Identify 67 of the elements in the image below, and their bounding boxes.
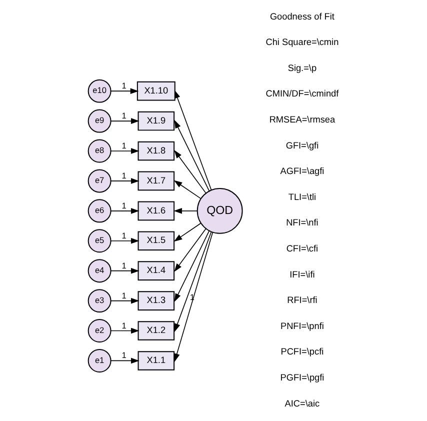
edge-label: 1 — [121, 320, 126, 330]
arrow — [110, 358, 139, 364]
arrow — [174, 150, 206, 194]
label: AIC=\aic — [284, 398, 320, 408]
arrow — [174, 230, 210, 302]
node-box: X1.6 — [137, 201, 174, 221]
edge-label: 1 — [121, 170, 126, 180]
arrow — [110, 178, 139, 184]
edge-label: 1 — [121, 230, 126, 240]
arrow — [110, 118, 139, 124]
arrow — [110, 88, 138, 94]
label: CMIN/DF=\cmindf — [265, 88, 338, 99]
node-circle: QOD — [196, 188, 242, 234]
arrow — [174, 232, 213, 362]
node-box: X1.8 — [137, 141, 174, 161]
node-box: X1.10 — [136, 81, 175, 101]
label: PGFI=\pgfi — [280, 372, 324, 383]
node-box: X1.4 — [137, 261, 174, 280]
node-circle: e8 — [87, 139, 111, 163]
arrow — [173, 180, 201, 199]
label: PNFI=\pnfi — [280, 320, 324, 331]
arrow — [174, 228, 206, 272]
node-circle: e4 — [87, 259, 111, 283]
label: NFI=\nfi — [286, 218, 318, 228]
edge-label: 1 — [121, 260, 126, 270]
arrow — [110, 208, 139, 214]
label: Goodness of Fit — [269, 11, 334, 22]
edge-label: 1 — [121, 80, 126, 91]
edge-label: 1 — [121, 110, 126, 121]
edge-label: 1 — [121, 350, 126, 360]
node-box: X1.3 — [137, 291, 174, 310]
arrow — [110, 268, 139, 274]
arrow — [174, 120, 210, 192]
label: Sig.=\p — [287, 62, 316, 73]
arrow — [174, 90, 212, 190]
node-box: X1.9 — [137, 111, 174, 131]
arrow — [110, 148, 139, 154]
label: GFI=\gfi — [285, 140, 318, 150]
arrow — [173, 208, 198, 214]
label: Chi Square=\cmin — [265, 37, 338, 48]
node-circle: e3 — [87, 289, 111, 313]
arrow — [173, 222, 201, 242]
arrow — [110, 238, 139, 244]
label: RFI=\rfi — [286, 295, 317, 306]
node-box: X1.7 — [137, 171, 174, 191]
node-circle: e5 — [87, 229, 111, 253]
label: CFI=\cfi — [286, 244, 318, 254]
arrow — [174, 231, 212, 332]
arrow — [110, 328, 139, 334]
arrow — [110, 298, 139, 304]
label: IFI=\ifi — [289, 269, 314, 280]
node-circle: e1 — [87, 348, 111, 372]
node-circle: e6 — [87, 199, 111, 223]
node-circle: e10 — [87, 79, 111, 103]
edge-label: 1 — [121, 200, 126, 210]
label: TLI=\tli — [288, 192, 316, 202]
node-box: X1.2 — [137, 321, 174, 340]
node-circle: e7 — [87, 169, 111, 193]
node-circle: e9 — [87, 109, 111, 133]
node-box: X1.1 — [137, 351, 174, 370]
edge-label: 1 — [121, 140, 126, 150]
node-box: X1.5 — [137, 231, 174, 251]
label: PCFI=\pcfi — [280, 346, 324, 357]
node-circle: e2 — [87, 319, 111, 342]
label: AGFI=\agfi — [280, 166, 324, 176]
edge-label: 1 — [121, 290, 126, 300]
label: RMSEA=\rmsea — [268, 114, 335, 125]
